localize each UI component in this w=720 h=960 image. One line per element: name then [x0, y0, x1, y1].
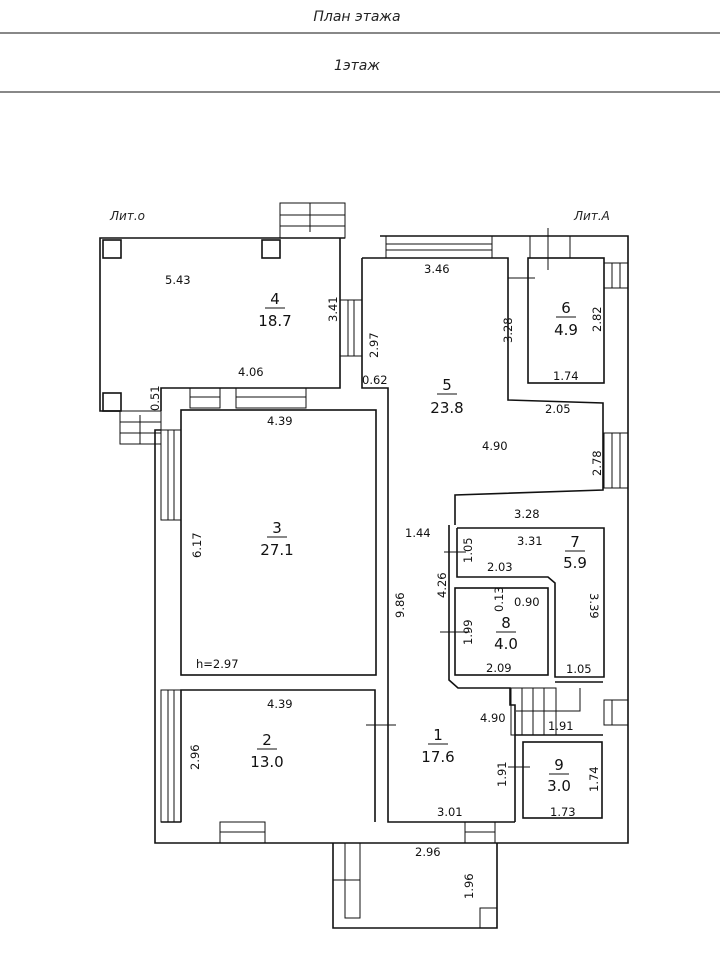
svg-text:3.0: 3.0 — [547, 777, 571, 795]
svg-text:17.6: 17.6 — [421, 748, 454, 766]
svg-text:7: 7 — [570, 533, 580, 551]
dimension: 2.96 — [415, 845, 441, 859]
dimension: h=2.97 — [196, 657, 239, 671]
room-4-label: 418.7 — [258, 290, 291, 330]
room-7-label: 75.9 — [563, 533, 587, 572]
dimension: 3.28 — [501, 317, 515, 343]
dimension: 4.39 — [267, 697, 293, 711]
svg-text:3: 3 — [272, 519, 282, 537]
dimension: 3.01 — [437, 805, 463, 819]
floor-label: 1этаж — [334, 58, 380, 74]
dimension: 3.28 — [514, 507, 540, 521]
room-6-label: 64.9 — [554, 299, 578, 339]
dimension: 1.91 — [495, 761, 509, 787]
room-1-label: 117.6 — [421, 726, 454, 766]
dimension: 0.13 — [492, 586, 506, 612]
dimension: 2.05 — [545, 402, 571, 416]
dimension: 1.05 — [566, 662, 592, 676]
windows — [160, 228, 629, 844]
svg-text:4.9: 4.9 — [554, 321, 578, 339]
room-9-label: 93.0 — [547, 756, 571, 795]
dimension: 1.96 — [462, 873, 476, 899]
dimension: 0.62 — [362, 373, 388, 387]
lit-a-label: Лит.А — [573, 209, 610, 223]
dimension: 3.31 — [517, 534, 543, 548]
dimension: 1.99 — [461, 619, 475, 645]
dimensions: 5.43 4.06 3.41 2.97 0.62 0.51 4.39 3.46 … — [148, 262, 604, 899]
dimension: 4.26 — [435, 572, 449, 598]
dimension: 3.39 — [587, 593, 601, 619]
dimension: 1.73 — [550, 805, 576, 819]
svg-text:5.9: 5.9 — [563, 554, 587, 572]
dimension: 2.82 — [590, 306, 604, 332]
room-5-label: 523.8 — [430, 376, 463, 417]
svg-text:2: 2 — [262, 731, 272, 749]
svg-text:6: 6 — [561, 299, 571, 317]
svg-text:9: 9 — [554, 756, 564, 774]
dimension: 2.97 — [367, 332, 381, 358]
svg-text:4.0: 4.0 — [494, 635, 518, 653]
svg-text:23.8: 23.8 — [430, 399, 463, 417]
dimension: 4.90 — [480, 711, 506, 725]
dimension: 0.51 — [148, 385, 162, 411]
dimension: 2.09 — [486, 661, 512, 675]
dimension: 1.74 — [553, 369, 579, 383]
dimension: 3.46 — [424, 262, 450, 276]
dimension: 2.03 — [487, 560, 513, 574]
annex-walls — [99, 202, 346, 445]
svg-text:5: 5 — [442, 376, 452, 394]
dimension: 3.41 — [326, 296, 340, 322]
dimension: 1.91 — [548, 719, 574, 733]
dimension: 5.43 — [165, 273, 191, 287]
room-3-label: 327.1 — [260, 519, 293, 559]
dimension: 2.78 — [590, 450, 604, 476]
dimension: 1.05 — [461, 537, 475, 563]
svg-text:4: 4 — [270, 290, 280, 308]
svg-text:18.7: 18.7 — [258, 312, 291, 330]
svg-text:13.0: 13.0 — [250, 753, 283, 771]
dimension: 4.06 — [238, 365, 264, 379]
dimension: 6.17 — [190, 532, 204, 558]
dimension: 4.39 — [267, 414, 293, 428]
dimension: 9.86 — [393, 592, 407, 618]
lit-o-label: Лит.о — [109, 209, 145, 223]
dimension: 2.96 — [188, 744, 202, 770]
dimension: 1.74 — [587, 766, 601, 792]
svg-text:1: 1 — [433, 726, 443, 744]
dimension: 1.44 — [405, 526, 431, 540]
svg-text:8: 8 — [501, 614, 511, 632]
dimension: 4.90 — [482, 439, 508, 453]
room-2-label: 213.0 — [250, 731, 283, 771]
room-8-label: 84.0 — [494, 614, 518, 653]
dimension: 0.90 — [514, 595, 540, 609]
plan-title: План этажа — [313, 9, 400, 25]
main-walls — [154, 235, 629, 929]
svg-text:27.1: 27.1 — [260, 541, 293, 559]
